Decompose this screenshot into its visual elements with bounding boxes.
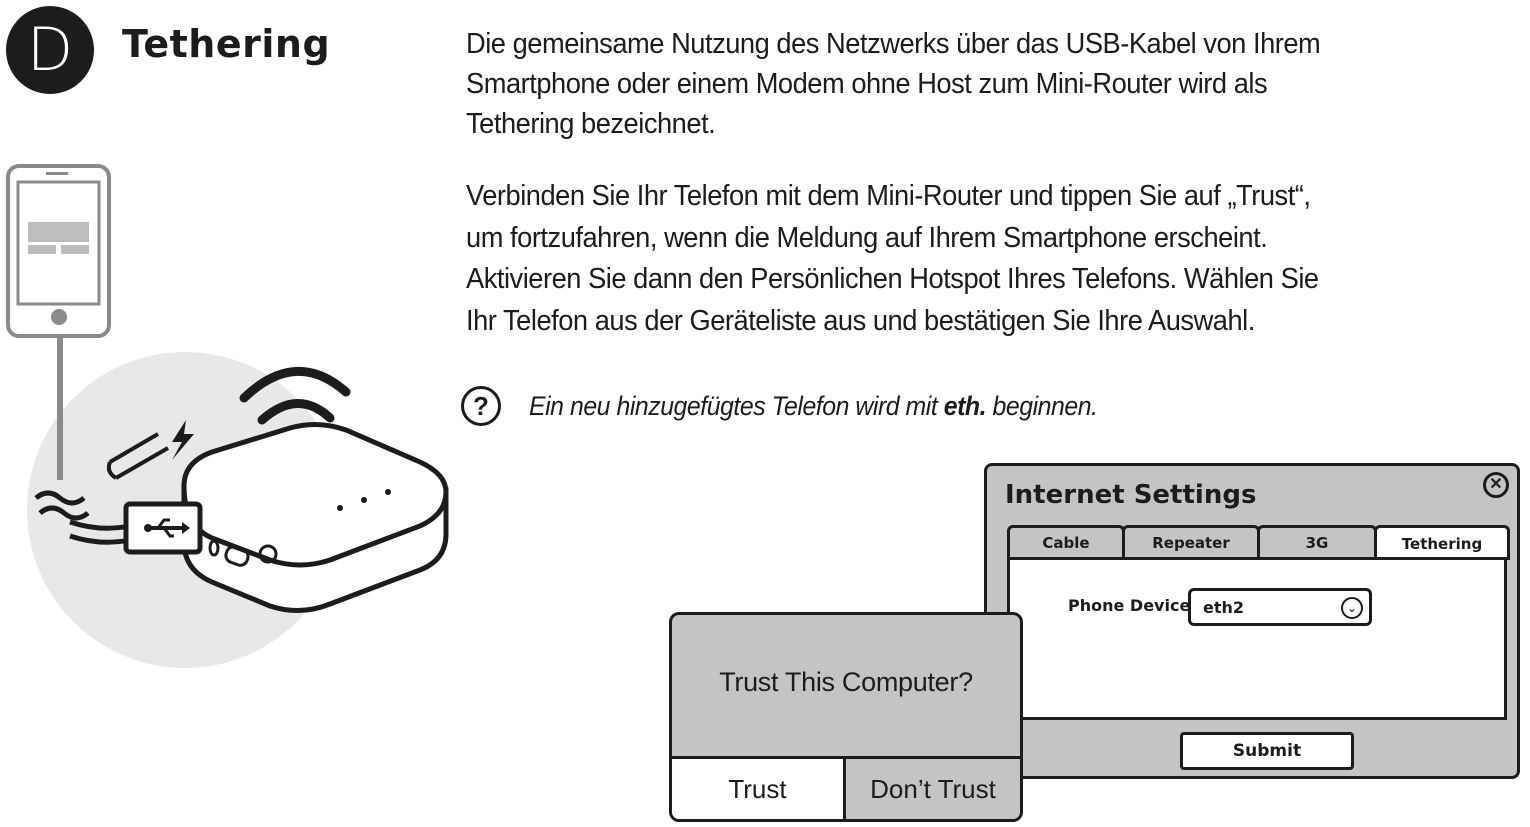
paragraph-line: Tethering bezeichnet.: [466, 108, 716, 140]
submit-button[interactable]: Submit: [1180, 732, 1354, 770]
tethering-illustration: [6, 164, 449, 668]
paragraph-line: Aktivieren Sie dann den Persönlichen Hot…: [466, 263, 1319, 295]
phone-device-value: eth2: [1203, 597, 1245, 617]
close-icon[interactable]: ✕: [1483, 472, 1509, 498]
tethering-panel: Phone Device eth2 ⌄: [1007, 557, 1507, 720]
paragraph-line: Ihr Telefon aus der Geräteliste aus und …: [466, 304, 1255, 337]
section-badge: D: [6, 6, 94, 94]
trust-button[interactable]: Trust: [672, 759, 846, 819]
chevron-down-icon: ⌄: [1341, 597, 1363, 619]
intro-paragraph: Die gemeinsame Nutzung des Netzwerks übe…: [466, 24, 1415, 144]
tab-3g[interactable]: 3G: [1257, 525, 1377, 557]
phone-device-label: Phone Device: [1068, 596, 1191, 615]
question-circle-icon: ?: [461, 386, 501, 426]
paragraph-line: Smartphone oder einem Modem ohne Host zu…: [466, 68, 1268, 100]
tab-repeater[interactable]: Repeater: [1122, 525, 1260, 557]
trust-question: Trust This Computer?: [719, 667, 973, 697]
hint-note: ? Ein neu hinzugefügtes Telefon wird mit…: [461, 386, 1147, 426]
paragraph-line: Verbinden Sie Ihr Telefon mit dem Mini-R…: [466, 180, 1311, 212]
mini-router-icon: [181, 422, 449, 613]
dont-trust-button[interactable]: Don’t Trust: [846, 759, 1020, 819]
trust-buttons: Trust Don’t Trust: [672, 756, 1020, 819]
usb-plug-icon: [123, 501, 203, 555]
cable-break-mark: [34, 490, 86, 506]
internet-settings-window: Internet Settings ✕ Cable Repeater 3G Te…: [984, 463, 1520, 779]
settings-title: Internet Settings: [1005, 480, 1257, 510]
paragraph-line: Die gemeinsame Nutzung des Netzwerks übe…: [466, 28, 1321, 60]
trust-dialog: Trust This Computer? Trust Don’t Trust: [669, 612, 1023, 822]
section-title: Tethering: [122, 22, 331, 66]
power-bolt-icon: [172, 420, 194, 460]
smartphone-icon: [6, 164, 111, 338]
settings-tabs: Cable Repeater 3G Tethering: [1007, 525, 1510, 560]
paragraph-line: um fortzufahren, wenn die Meldung auf Ih…: [466, 221, 1268, 254]
instructions: Die gemeinsame Nutzung des Netzwerks übe…: [466, 24, 1476, 342]
hint-emphasis: eth.: [943, 390, 987, 421]
steps-paragraph: Verbinden Sie Ihr Telefon mit dem Mini-R…: [466, 176, 1415, 342]
tab-cable[interactable]: Cable: [1007, 525, 1125, 557]
tab-tethering[interactable]: Tethering: [1374, 525, 1510, 560]
phone-device-select[interactable]: eth2 ⌄: [1188, 588, 1372, 626]
hint-text: Ein neu hinzugefügtes Telefon wird mit e…: [529, 390, 1098, 421]
